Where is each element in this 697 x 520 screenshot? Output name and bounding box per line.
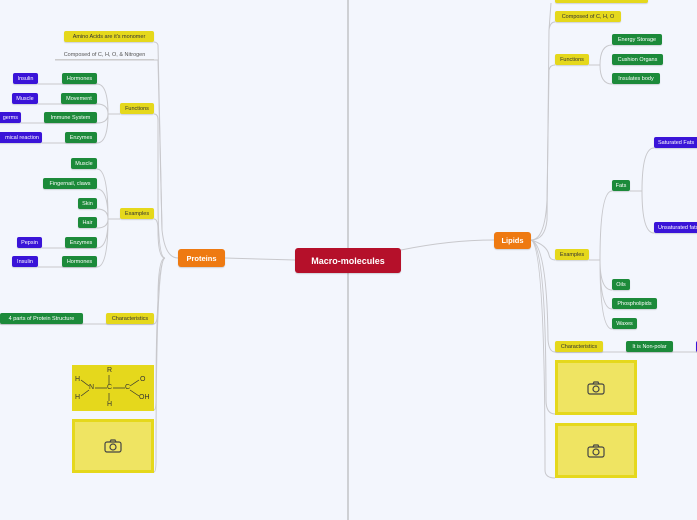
lipid-function[interactable]: Energy Storage xyxy=(612,34,662,45)
example-hormones[interactable]: Hormones xyxy=(62,256,97,267)
bond-lines xyxy=(80,375,140,401)
atom-r: R xyxy=(107,367,113,374)
lipids-examples[interactable]: Examples xyxy=(555,249,589,260)
camera-icon xyxy=(587,380,605,395)
amino-acid-structure-image[interactable]: R H H N C C O OH H xyxy=(72,365,154,411)
lipids-composed[interactable]: Composed of C, H, O xyxy=(555,11,621,22)
function-immune-example[interactable]: germs xyxy=(0,112,21,123)
image-placeholder[interactable] xyxy=(555,360,637,415)
atom-h: H xyxy=(75,394,81,401)
proteins-functions[interactable]: Functions xyxy=(120,103,154,114)
example-muscle[interactable]: Muscle xyxy=(71,158,97,169)
example-hormones-insulin[interactable]: Insulin xyxy=(12,256,38,267)
function-immune[interactable]: Immune System xyxy=(44,112,97,123)
function-enzymes[interactable]: Enzymes xyxy=(65,132,97,143)
function-hormones[interactable]: Hormones xyxy=(62,73,97,84)
image-placeholder[interactable] xyxy=(555,423,637,478)
atom-oh: OH xyxy=(139,394,150,401)
lipids-functions[interactable]: Functions xyxy=(555,54,589,65)
example-fingernail[interactable]: Fingernail, claws xyxy=(43,178,97,189)
lipid-non-polar[interactable]: It is Non-polar xyxy=(626,341,673,352)
lipids-top-node[interactable] xyxy=(555,0,648,3)
lipids-characteristics[interactable]: Characteristics xyxy=(555,341,603,352)
lipid-example[interactable]: Waxes xyxy=(612,318,637,329)
atom-c: C xyxy=(107,384,113,391)
example-enzymes-pepsin[interactable]: Pepsin xyxy=(17,237,42,248)
central-topic[interactable]: Macro-molecules xyxy=(295,248,401,273)
proteins-characteristics[interactable]: Characteristics xyxy=(106,313,154,324)
example-hair[interactable]: Hair xyxy=(78,217,97,228)
atom-h: H xyxy=(75,376,81,383)
atom-o: O xyxy=(140,376,146,383)
lipid-function[interactable]: Cushion Organs xyxy=(612,54,663,65)
image-placeholder[interactable] xyxy=(72,419,154,473)
proteins-node[interactable]: Proteins xyxy=(178,249,225,267)
lipid-example[interactable]: Phospholipids xyxy=(612,298,657,309)
camera-icon xyxy=(587,443,605,458)
function-enzymes-example[interactable]: mical reaction xyxy=(0,132,42,143)
function-hormones-example[interactable]: Insulin xyxy=(13,73,38,84)
function-movement-example[interactable]: Muscle xyxy=(12,93,38,104)
lipid-function[interactable]: Insulates body xyxy=(612,73,660,84)
atom-n: N xyxy=(89,384,95,391)
camera-icon xyxy=(104,439,122,453)
example-skin[interactable]: Skin xyxy=(78,198,97,209)
proteins-monomer[interactable]: Amino Acids are it's monomer xyxy=(64,31,154,42)
proteins-composed[interactable]: Composed of C, H, O, & Nitrogen xyxy=(55,51,154,60)
lipid-fats[interactable]: Fats xyxy=(612,180,630,191)
function-movement[interactable]: Movement xyxy=(61,93,97,104)
atom-c: C xyxy=(125,384,131,391)
protein-structure-parts[interactable]: 4 parts of Protein Structure xyxy=(0,313,83,324)
proteins-examples[interactable]: Examples xyxy=(120,208,154,219)
saturated-fats[interactable]: Saturated Fats xyxy=(654,137,697,148)
example-enzymes[interactable]: Enzymes xyxy=(65,237,97,248)
lipids-node[interactable]: Lipids xyxy=(494,232,531,249)
lipid-example[interactable]: Oils xyxy=(612,279,630,290)
atom-h: H xyxy=(107,401,113,408)
unsaturated-fats[interactable]: Unsaturated fats xyxy=(654,222,697,233)
